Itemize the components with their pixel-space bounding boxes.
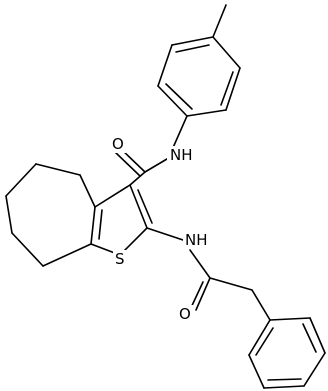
bond (303, 352, 326, 387)
bond (220, 71, 234, 106)
label-mask (167, 146, 193, 164)
bond (98, 209, 103, 240)
bond (267, 378, 302, 381)
bond (42, 243, 92, 267)
bond (302, 323, 317, 353)
amide-oxygen-upper-label: O (112, 135, 124, 153)
bond (137, 189, 153, 224)
bond (251, 289, 271, 321)
bond (11, 232, 44, 267)
bond (248, 319, 271, 356)
amide-nh-lower-label: NH (185, 231, 208, 249)
bond (263, 385, 305, 389)
bond (189, 249, 211, 279)
thiophene-sulfur-label: S (115, 250, 125, 268)
bond (94, 184, 131, 208)
atom-label-layer: NH O NH S O (110, 135, 209, 323)
bond (171, 115, 188, 151)
bond (157, 44, 173, 87)
bond (171, 36, 214, 46)
label-mask (110, 135, 126, 153)
bond (5, 163, 37, 197)
bond (248, 354, 265, 389)
bond (5, 195, 13, 234)
amide-oxygen-lower-label: O (179, 305, 191, 323)
bond (186, 109, 227, 117)
bond (175, 44, 210, 53)
bond (225, 67, 241, 111)
bond (309, 317, 326, 354)
bond (212, 36, 241, 69)
bond (255, 327, 274, 356)
bond (129, 184, 148, 229)
bond-layer (5, 4, 326, 389)
bond (146, 227, 184, 241)
label-mask (183, 231, 209, 249)
bond (35, 163, 81, 176)
bond (90, 206, 96, 245)
bond (79, 174, 96, 208)
bond (157, 85, 188, 117)
bond (129, 171, 146, 186)
amide-nh-upper-label: NH (170, 146, 193, 164)
bond (212, 4, 227, 38)
bond (269, 317, 311, 321)
label-mask (113, 250, 128, 267)
bond (209, 277, 253, 291)
bond (195, 277, 211, 311)
bond (165, 83, 193, 110)
label-mask (177, 305, 193, 323)
bond (114, 151, 141, 177)
